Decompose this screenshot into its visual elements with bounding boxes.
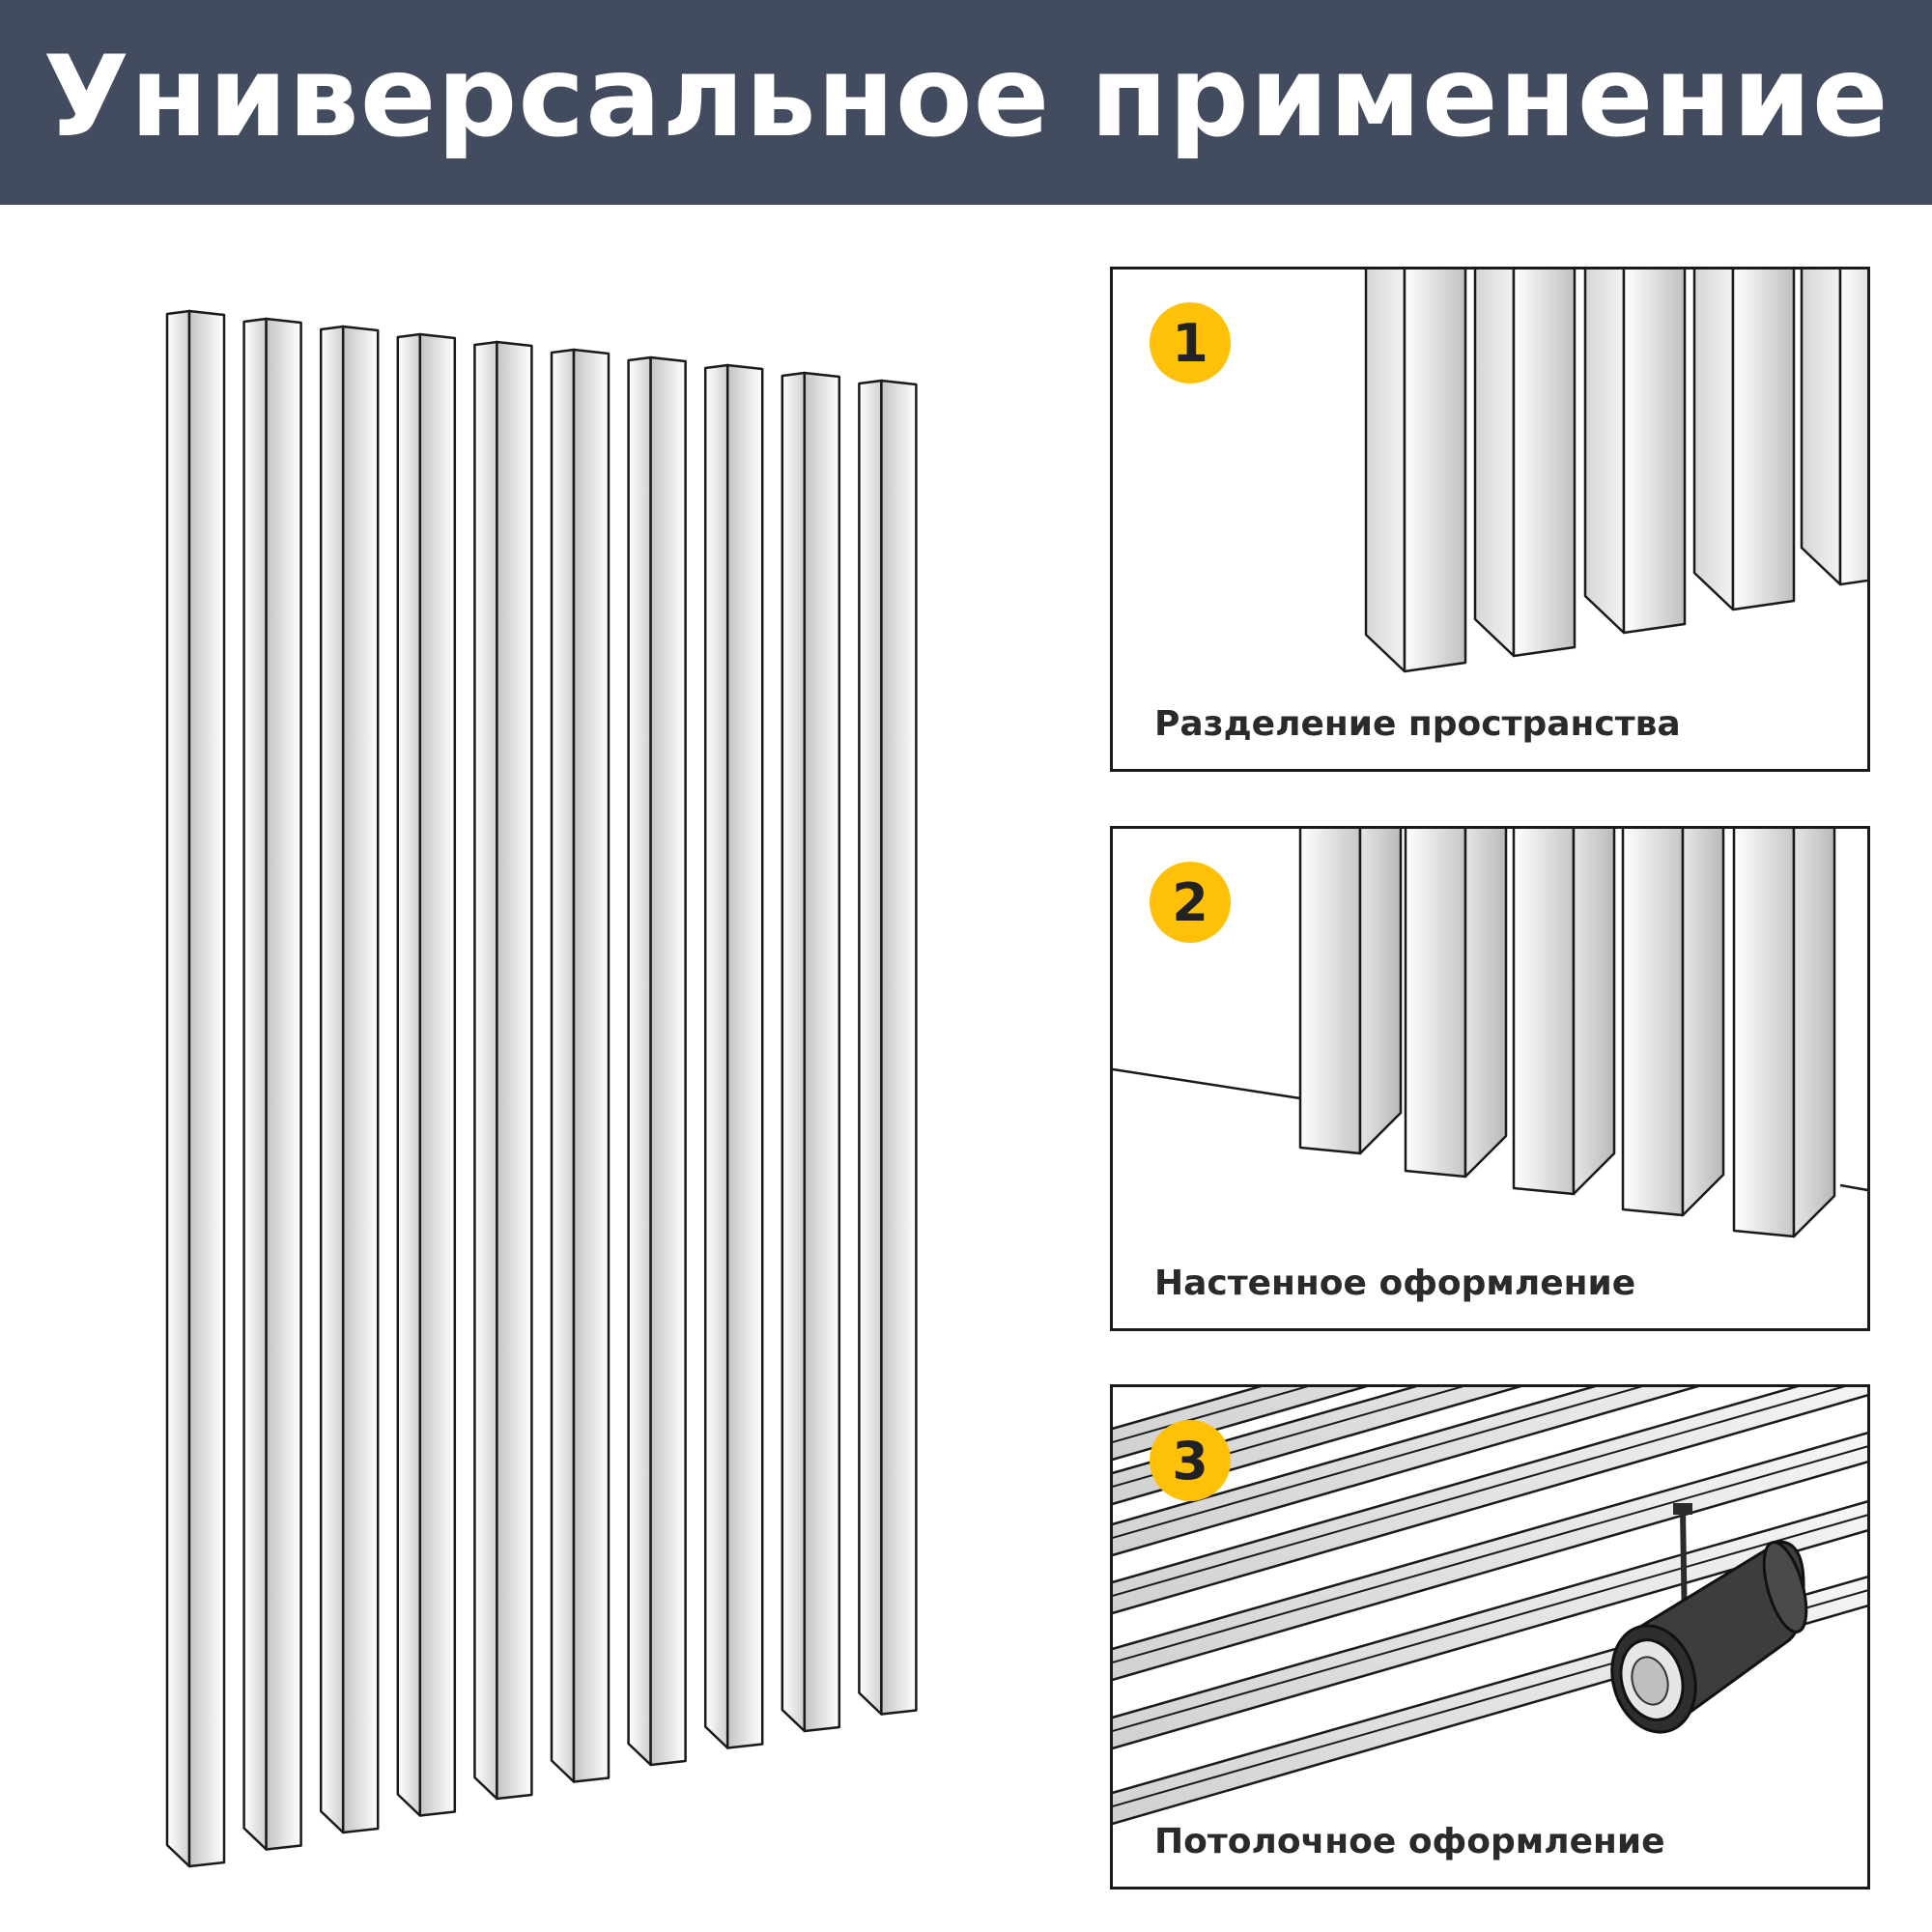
- page-title: Универсальное применение: [43, 32, 1889, 162]
- ceiling-slat: [1113, 1387, 1867, 1615]
- panel-caption-1: Разделение пространства: [1154, 704, 1681, 744]
- wall-floor-line-right: [1839, 1183, 1867, 1192]
- slat: [703, 363, 764, 1749]
- slat: [165, 309, 226, 1868]
- slat: [242, 317, 302, 1851]
- ceiling-slat: [1113, 1387, 1522, 1506]
- ceiling-slat: [1113, 1500, 1867, 1750]
- panel-wall-decor: 2 Настенное оформление: [1110, 826, 1870, 1331]
- slat: [781, 371, 841, 1733]
- slat: [550, 348, 611, 1783]
- panel-ceiling-decor: 3 Потолочное оформление: [1110, 1384, 1870, 1889]
- step-badge-2: 2: [1150, 862, 1231, 943]
- wall-slat: [1732, 829, 1836, 1238]
- partition-slat: [1692, 270, 1796, 611]
- panel-caption-2: Настенное оформление: [1154, 1264, 1636, 1303]
- partition-slat: [1583, 270, 1687, 635]
- partition-slat: [1364, 270, 1467, 673]
- step-badge-3: 3: [1150, 1420, 1231, 1501]
- header-banner: Универсальное применение: [0, 0, 1932, 205]
- slats-illustration: [165, 309, 918, 1868]
- slat: [627, 355, 687, 1767]
- wall-slat: [1298, 829, 1403, 1155]
- slat: [473, 340, 533, 1801]
- space-division-illustration: [1364, 270, 1867, 673]
- slat: [319, 325, 380, 1834]
- ceiling-decor-illustration: [1113, 1387, 1867, 1826]
- wall-slat: [1621, 829, 1725, 1217]
- wall-slat: [1404, 829, 1508, 1179]
- partition-slat: [1800, 270, 1867, 586]
- slat: [858, 379, 918, 1716]
- panel-caption-3: Потолочное оформление: [1154, 1822, 1665, 1861]
- ceiling-slat: [1113, 1432, 1867, 1682]
- slat: [396, 332, 457, 1817]
- track-spotlight-icon: [1610, 1503, 1808, 1734]
- wall-floor-line: [1113, 1067, 1301, 1100]
- panel-space-division: 1 Разделение пространства: [1110, 267, 1870, 772]
- wall-slat: [1512, 829, 1616, 1196]
- partition-slat: [1473, 270, 1577, 658]
- wall-decor-illustration: [1113, 829, 1867, 1238]
- step-badge-1: 1: [1150, 302, 1231, 384]
- ceiling-slat: [1113, 1387, 1699, 1557]
